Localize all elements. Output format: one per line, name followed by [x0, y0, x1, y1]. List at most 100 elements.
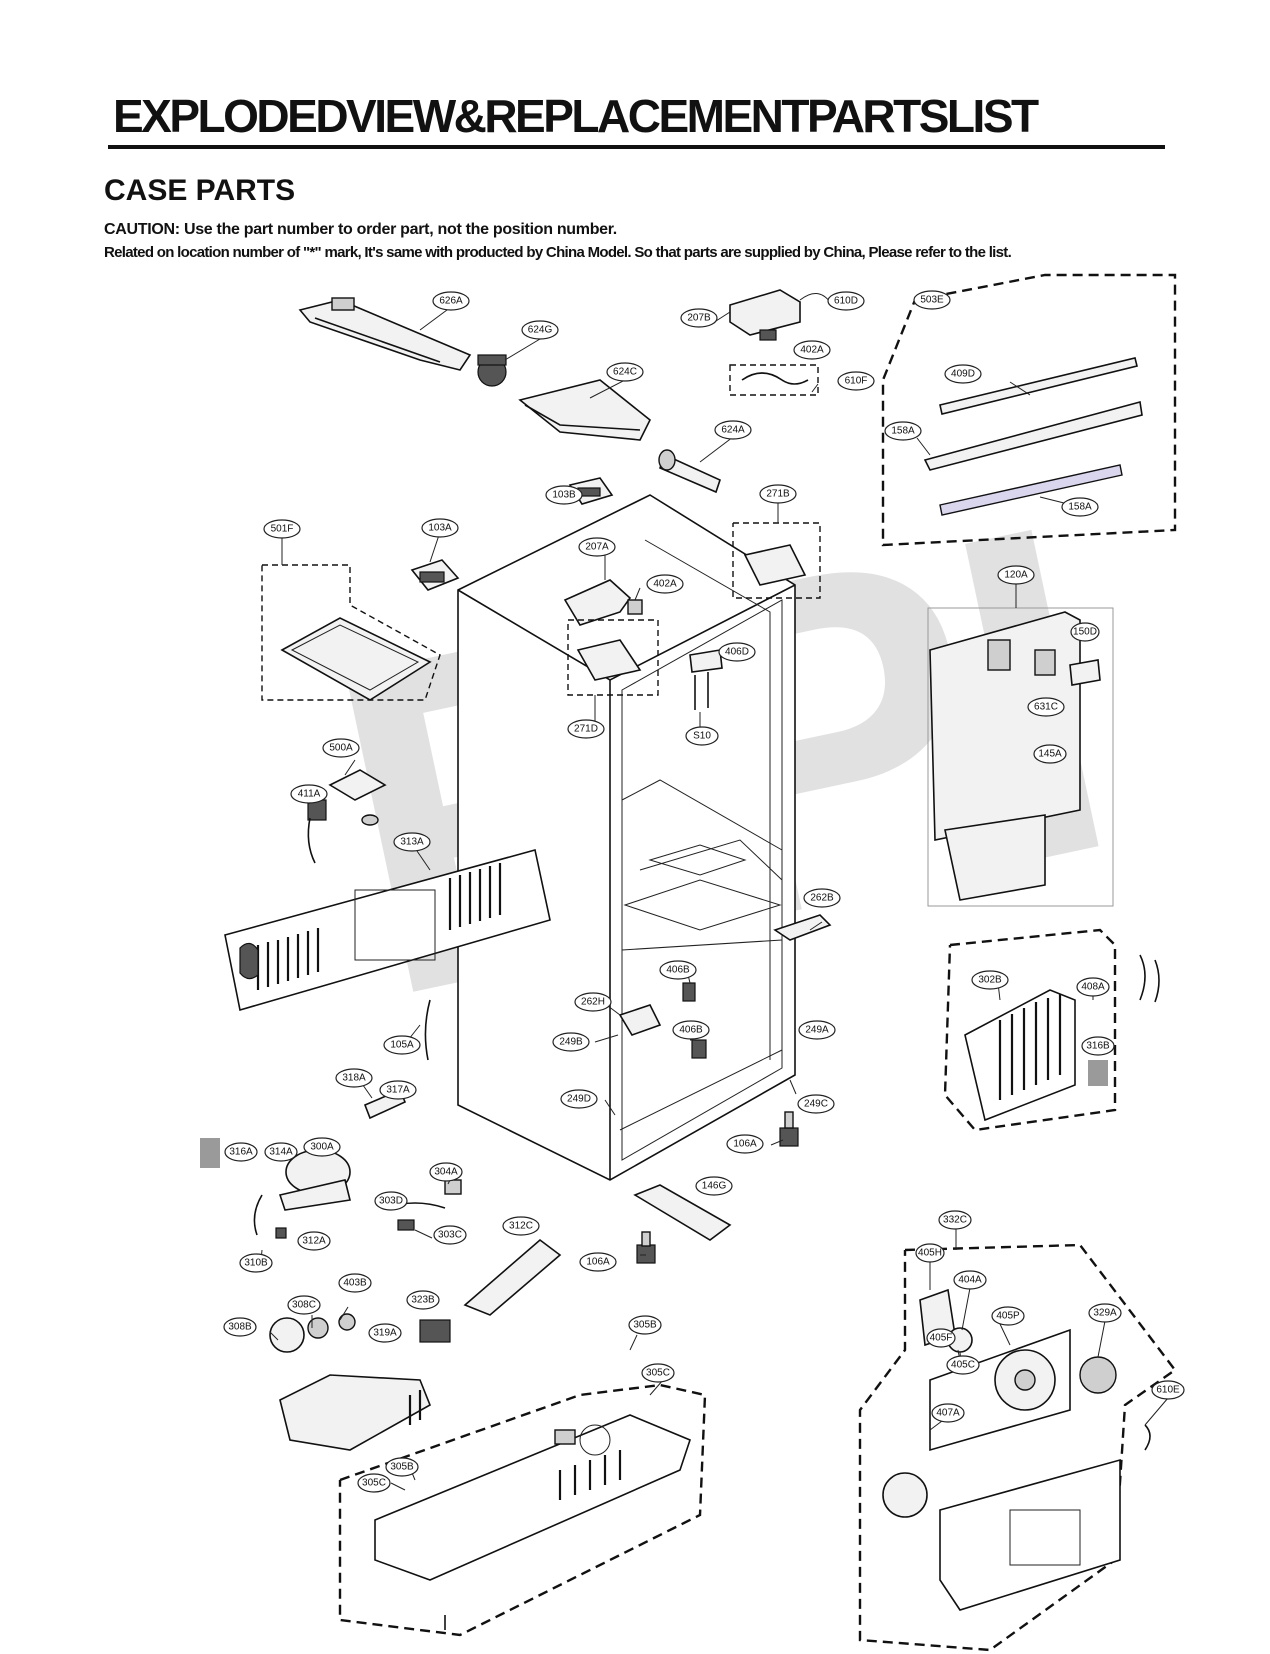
svg-text:407A: 407A	[936, 1408, 960, 1419]
svg-text:271D: 271D	[574, 724, 598, 735]
svg-text:308B: 308B	[228, 1322, 252, 1333]
callout-249C: 249C	[797, 1094, 835, 1114]
svg-text:318A: 318A	[342, 1073, 366, 1084]
svg-text:503E: 503E	[920, 295, 944, 306]
callout-262H: 262H	[574, 992, 612, 1012]
svg-text:402A: 402A	[653, 579, 677, 590]
svg-text:S10: S10	[693, 731, 711, 742]
svg-text:405F: 405F	[930, 1333, 953, 1344]
svg-text:405C: 405C	[951, 1360, 975, 1371]
svg-text:610F: 610F	[845, 376, 868, 387]
callout-503E: 503E	[913, 290, 951, 310]
svg-text:323B: 323B	[411, 1295, 435, 1306]
svg-text:300A: 300A	[310, 1142, 334, 1153]
callout-305C-upper: 305C	[641, 1363, 675, 1383]
callout-406D: 406D	[718, 642, 756, 662]
callout-318A: 318A	[335, 1068, 373, 1088]
callout-323B: 323B	[406, 1290, 440, 1310]
svg-text:332C: 332C	[943, 1215, 967, 1226]
callout-406B-upper: 406B	[659, 960, 697, 980]
svg-text:312A: 312A	[302, 1236, 326, 1247]
callout-402A-top: 402A	[793, 340, 831, 360]
svg-text:207B: 207B	[687, 313, 711, 324]
compressor-group	[200, 1138, 351, 1239]
callout-S10: S10	[685, 726, 719, 746]
svg-text:120A: 120A	[1004, 570, 1028, 581]
callout-310B: 310B	[239, 1253, 273, 1273]
hinge-271b	[732, 522, 821, 599]
machine-cover-313a	[224, 849, 551, 1012]
callout-406B-lower: 406B	[672, 1020, 710, 1040]
callout-610E: 610E	[1151, 1380, 1185, 1400]
callout-150D: 150D	[1070, 622, 1100, 642]
callout-labels: 626A 624G 624C 624A 207B 610D 402A 610F …	[223, 290, 1185, 1493]
svg-text:103B: 103B	[552, 490, 576, 501]
section-heading: CASE PARTS	[104, 174, 296, 207]
callout-402A-mid: 402A	[646, 574, 684, 594]
back-panel-120a	[927, 607, 1114, 907]
callout-314A: 314A	[264, 1142, 298, 1162]
svg-text:329A: 329A	[1093, 1308, 1117, 1319]
callout-405P: 405P	[991, 1306, 1025, 1326]
callout-631C: 631C	[1027, 697, 1065, 717]
callout-249A: 249A	[798, 1020, 836, 1040]
svg-text:106A: 106A	[586, 1257, 610, 1268]
svg-text:249C: 249C	[804, 1099, 828, 1110]
svg-text:145A: 145A	[1038, 749, 1062, 760]
caution-note: CAUTION: Use the part number to order pa…	[104, 221, 617, 238]
svg-text:262B: 262B	[810, 893, 834, 904]
callout-624G: 624G	[521, 320, 559, 340]
svg-text:610D: 610D	[834, 296, 858, 307]
callout-404A: 404A	[953, 1270, 987, 1290]
callout-624C: 624C	[606, 362, 644, 382]
ice-maker-parts	[298, 297, 721, 494]
callout-262B: 262B	[803, 888, 841, 908]
svg-text:402A: 402A	[800, 345, 824, 356]
callout-409D: 409D	[944, 364, 982, 384]
callout-303C: 303C	[433, 1225, 467, 1245]
svg-text:500A: 500A	[329, 743, 353, 754]
base-plate-group	[338, 1383, 707, 1637]
svg-text:314A: 314A	[269, 1147, 293, 1158]
page-title: EXPLODEDVIEW&REPLACEMENTPARTSLIST	[113, 90, 1039, 142]
svg-text:302B: 302B	[978, 975, 1002, 986]
svg-text:316A: 316A	[229, 1147, 253, 1158]
svg-text:150D: 150D	[1073, 627, 1097, 638]
callout-106A-right: 106A	[726, 1134, 764, 1154]
callout-405F: 405F	[926, 1328, 956, 1348]
svg-text:408A: 408A	[1081, 982, 1105, 993]
callout-103A: 103A	[421, 518, 459, 538]
svg-text:262H: 262H	[581, 997, 605, 1008]
callout-271D: 271D	[567, 719, 605, 739]
callout-313A: 313A	[393, 832, 431, 852]
callout-411A: 411A	[290, 784, 328, 804]
svg-text:303D: 303D	[379, 1196, 403, 1207]
fan-housing-group	[858, 1243, 1177, 1652]
callout-405C: 405C	[946, 1355, 980, 1375]
condenser-group	[943, 928, 1160, 1132]
svg-text:501F: 501F	[271, 524, 294, 535]
callout-308C: 308C	[287, 1295, 321, 1315]
callout-303D: 303D	[374, 1191, 408, 1211]
callout-207B: 207B	[680, 308, 718, 328]
callout-146G: 146G	[695, 1176, 733, 1196]
callout-624A: 624A	[714, 420, 752, 440]
callout-103B: 103B	[545, 485, 583, 505]
callout-305C-lower: 305C	[357, 1473, 391, 1493]
related-note: Related on location number of "*" mark, …	[104, 244, 1012, 261]
svg-text:631C: 631C	[1034, 702, 1058, 713]
shelf-501f	[261, 564, 441, 701]
svg-text:406B: 406B	[679, 1025, 703, 1036]
svg-text:310B: 310B	[244, 1258, 268, 1269]
callout-302B: 302B	[971, 970, 1009, 990]
callout-316A: 316A	[224, 1142, 258, 1162]
svg-text:624C: 624C	[613, 367, 637, 378]
callout-312C: 312C	[502, 1216, 540, 1236]
callout-316B: 316B	[1081, 1036, 1115, 1056]
callout-610D: 610D	[827, 291, 865, 311]
callout-403B: 403B	[338, 1273, 372, 1293]
svg-text:249D: 249D	[567, 1094, 591, 1105]
callout-319A: 319A	[368, 1323, 402, 1343]
svg-text:406B: 406B	[666, 965, 690, 976]
